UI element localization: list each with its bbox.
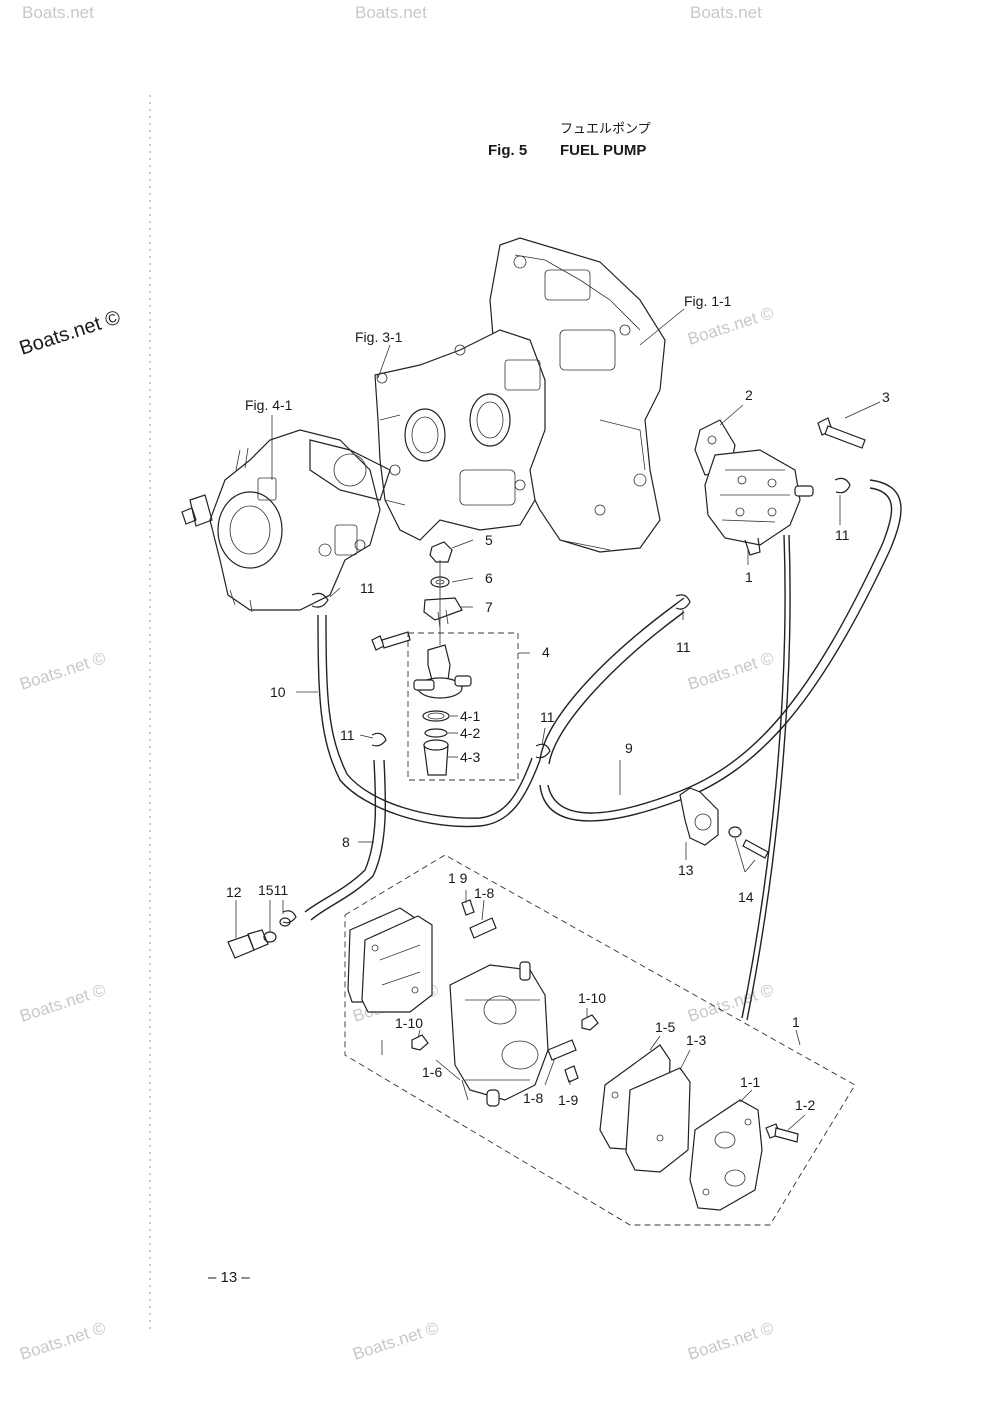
- clip-11-bottom: [282, 910, 297, 924]
- part-callouts: 2 3 11 1 5 6 7 11 11 4 10 4-1 4-2 4-3 11…: [226, 387, 890, 1113]
- watermark-bottom-left: Boats.net ©: [17, 1318, 108, 1364]
- callout-1-8-top: 1-8: [474, 885, 494, 901]
- watermark-left-2: Boats.net ©: [17, 648, 108, 694]
- fuel-hoses: [304, 479, 902, 1021]
- clip-11-pump: [834, 477, 851, 494]
- callout-11-carb: 11: [360, 580, 375, 596]
- callout-7: 7: [485, 599, 493, 615]
- title-japanese: フュエルポンプ: [560, 122, 651, 137]
- clip-11-carb: [311, 592, 329, 608]
- callout-9: 9: [625, 740, 633, 756]
- callout-4-2: 4-2: [460, 725, 480, 741]
- callout-1-assembly: 1: [792, 1014, 800, 1030]
- clip-11-filter-left: [371, 732, 387, 747]
- fuel-pump-assembly-upper: [694, 419, 814, 556]
- engine-block-illustration: [374, 237, 666, 553]
- callout-1-8-bottom: 1-8: [523, 1090, 543, 1106]
- fitting-part-12-15: [227, 917, 291, 959]
- title-fig-number: Fig. 5: [488, 142, 527, 159]
- callout-1-pump: 1: [745, 569, 753, 585]
- fuel-pump-exploded-view: [344, 854, 856, 1226]
- callout-2: 2: [745, 387, 753, 403]
- callout-11-pump: 11: [835, 527, 850, 543]
- watermark-left-3: Boats.net ©: [17, 980, 108, 1026]
- callout-8: 8: [342, 834, 350, 850]
- fuel-filter-group: [371, 541, 519, 781]
- callout-3: 3: [882, 389, 890, 405]
- callout-1-9-top: 1 9: [448, 870, 468, 886]
- watermark-bottom-right: Boats.net ©: [685, 1318, 776, 1364]
- watermark-mid-right: Boats.net ©: [685, 303, 776, 349]
- callout-4-3: 4-3: [460, 749, 480, 765]
- callout-11-filter-right: 11: [540, 709, 555, 725]
- callout-1-9-bottom: 1-9: [558, 1092, 578, 1108]
- watermark-top-center: Boats.net: [355, 3, 427, 22]
- watermark-right-3: Boats.net ©: [685, 980, 776, 1026]
- watermark-top-right: Boats.net: [690, 3, 762, 22]
- callout-1-5: 1-5: [655, 1019, 675, 1035]
- callout-4-1: 4-1: [460, 708, 480, 724]
- callout-4: 4: [542, 644, 550, 660]
- callout-15-11: 1511: [258, 882, 288, 898]
- fig-ref-3-1: Fig. 3-1: [355, 329, 403, 345]
- page-number: – 13 –: [208, 1269, 250, 1286]
- callout-10: 10: [270, 684, 286, 700]
- callout-1-1: 1-1: [740, 1074, 760, 1090]
- callout-1-3: 1-3: [686, 1032, 706, 1048]
- callout-6: 6: [485, 570, 493, 586]
- watermark-right-2: Boats.net ©: [685, 648, 776, 694]
- callout-1-2: 1-2: [795, 1097, 815, 1113]
- leader-lines: [235, 308, 881, 1131]
- callout-1-6: 1-6: [422, 1064, 442, 1080]
- watermark-bottom-center: Boats.net ©: [350, 1318, 441, 1364]
- watermark-top-left: Boats.net: [22, 3, 94, 22]
- callout-5: 5: [485, 532, 493, 548]
- bolt-part-3: [817, 417, 866, 449]
- hose-clips: [282, 592, 691, 924]
- title-fuel-pump: FUEL PUMP: [560, 142, 646, 159]
- callout-14: 14: [738, 889, 754, 905]
- fig-ref-1-1: Fig. 1-1: [684, 293, 732, 309]
- fig-ref-4-1: Fig. 4-1: [245, 397, 293, 413]
- callout-1-10-right: 1-10: [578, 990, 606, 1006]
- callout-11-hose9: 11: [676, 639, 691, 655]
- bracket-part-13: [679, 787, 769, 873]
- watermark-dark: Boats.net ©: [17, 306, 124, 359]
- clip-11-hose9: [675, 594, 691, 610]
- carburetor-illustration: [181, 429, 391, 613]
- callout-13: 13: [678, 862, 694, 878]
- clip-11-filter-right: [535, 743, 551, 759]
- callout-11-filter-left: 11: [340, 727, 355, 743]
- callout-1-10-left: 1-10: [395, 1015, 423, 1031]
- figure-title: フュエルポンプ Fig. 5 FUEL PUMP: [488, 122, 651, 159]
- callout-12: 12: [226, 884, 242, 900]
